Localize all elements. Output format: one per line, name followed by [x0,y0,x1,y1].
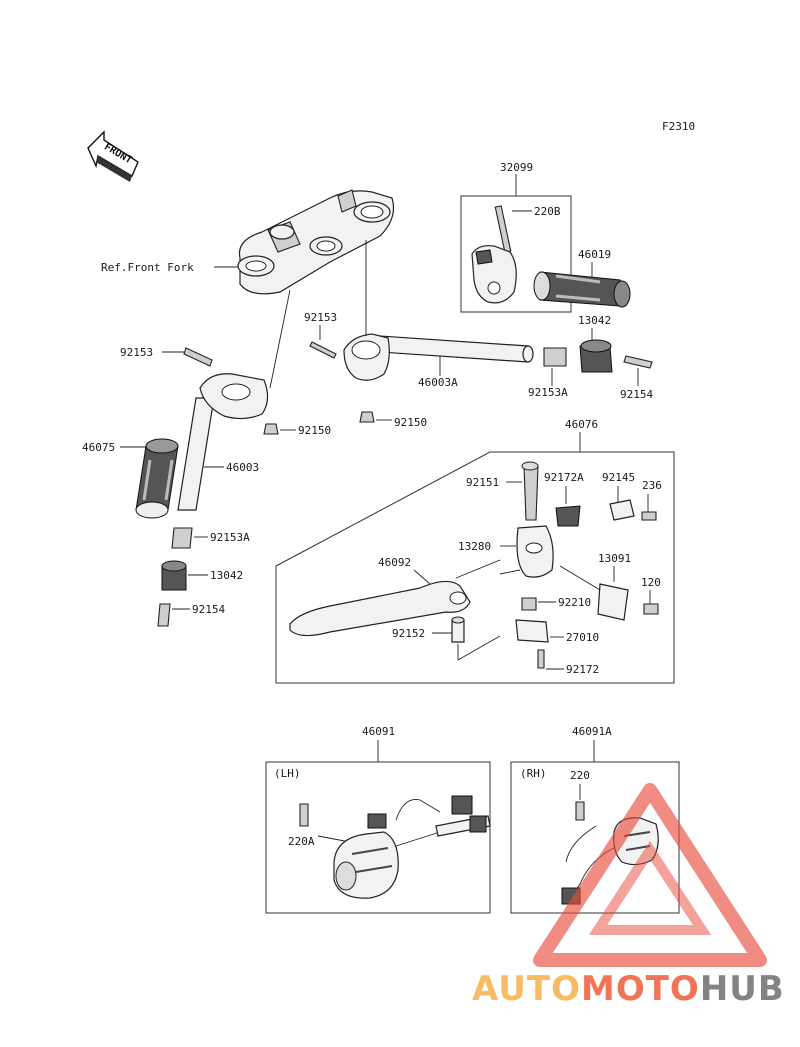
callout-220A[interactable]: 220A [288,835,315,848]
callout-46003A[interactable]: 46003A [418,376,458,389]
callout-46075[interactable]: 46075 [82,441,115,454]
svg-text:AUTOMOTOHUB: AUTOMOTOHUB [472,969,785,1009]
callout-92154-top[interactable]: 92154 [620,388,653,401]
callout-92154-low[interactable]: 92154 [192,603,225,616]
callout-46091[interactable]: 46091 [362,725,395,738]
throttle-box [460,195,572,313]
callout-92150-mid[interactable]: 92150 [394,416,427,429]
callout-220[interactable]: 220 [570,769,590,782]
left-handlebar [177,373,269,511]
callout-92150-left[interactable]: 92150 [298,424,331,437]
callout-92153A-low[interactable]: 92153A [210,531,250,544]
callout-92153-left[interactable]: 92153 [120,346,153,359]
right-handlebar [343,333,534,381]
callout-92153-mid[interactable]: 92153 [304,311,337,324]
callout-27010[interactable]: 27010 [566,631,599,644]
callout-46076[interactable]: 46076 [565,418,598,431]
callout-32099[interactable]: 32099 [500,161,533,174]
front-arrow-icon: FRONT [87,130,139,182]
callout-92153A-top[interactable]: 92153A [528,386,568,399]
callout-92172A[interactable]: 92172A [544,471,584,484]
ref-front-fork-label: Ref.Front Fork [101,261,194,274]
callout-92145[interactable]: 92145 [602,471,635,484]
top-triple-clamp [237,189,395,295]
brake-lever [289,580,471,637]
callout-13280[interactable]: 13280 [458,540,491,553]
lever-assembly-box [275,451,675,684]
callout-92210[interactable]: 92210 [558,596,591,609]
callout-120[interactable]: 120 [641,576,661,589]
callout-46092[interactable]: 46092 [378,556,411,569]
watermark-text-auto: AUTO [472,969,581,1009]
callout-13042-top[interactable]: 13042 [578,314,611,327]
callout-46019[interactable]: 46019 [578,248,611,261]
left-switch-housing [333,795,491,899]
lh-switch-box [265,761,491,914]
callout-46091A[interactable]: 46091A [572,725,612,738]
lever-bracket [516,525,554,578]
callout-236[interactable]: 236 [642,479,662,492]
rh-label: (RH) [520,767,547,780]
right-grip [533,271,631,308]
watermark-logo: AUTOMOTOHUB [472,783,785,1009]
watermark-text-moto: MOTO [581,969,700,1009]
left-grip [135,438,179,519]
callout-46003[interactable]: 46003 [226,461,259,474]
callout-13091[interactable]: 13091 [598,552,631,565]
figure-code: F2310 [662,120,695,133]
throttle-housing [471,205,517,304]
callout-92151[interactable]: 92151 [466,476,499,489]
callout-92172[interactable]: 92172 [566,663,599,676]
callout-220B[interactable]: 220B [534,205,561,218]
callout-92152[interactable]: 92152 [392,627,425,640]
watermark-text-hub: HUB [700,969,785,1009]
callout-13042-low[interactable]: 13042 [210,569,243,582]
lh-label: (LH) [274,767,301,780]
